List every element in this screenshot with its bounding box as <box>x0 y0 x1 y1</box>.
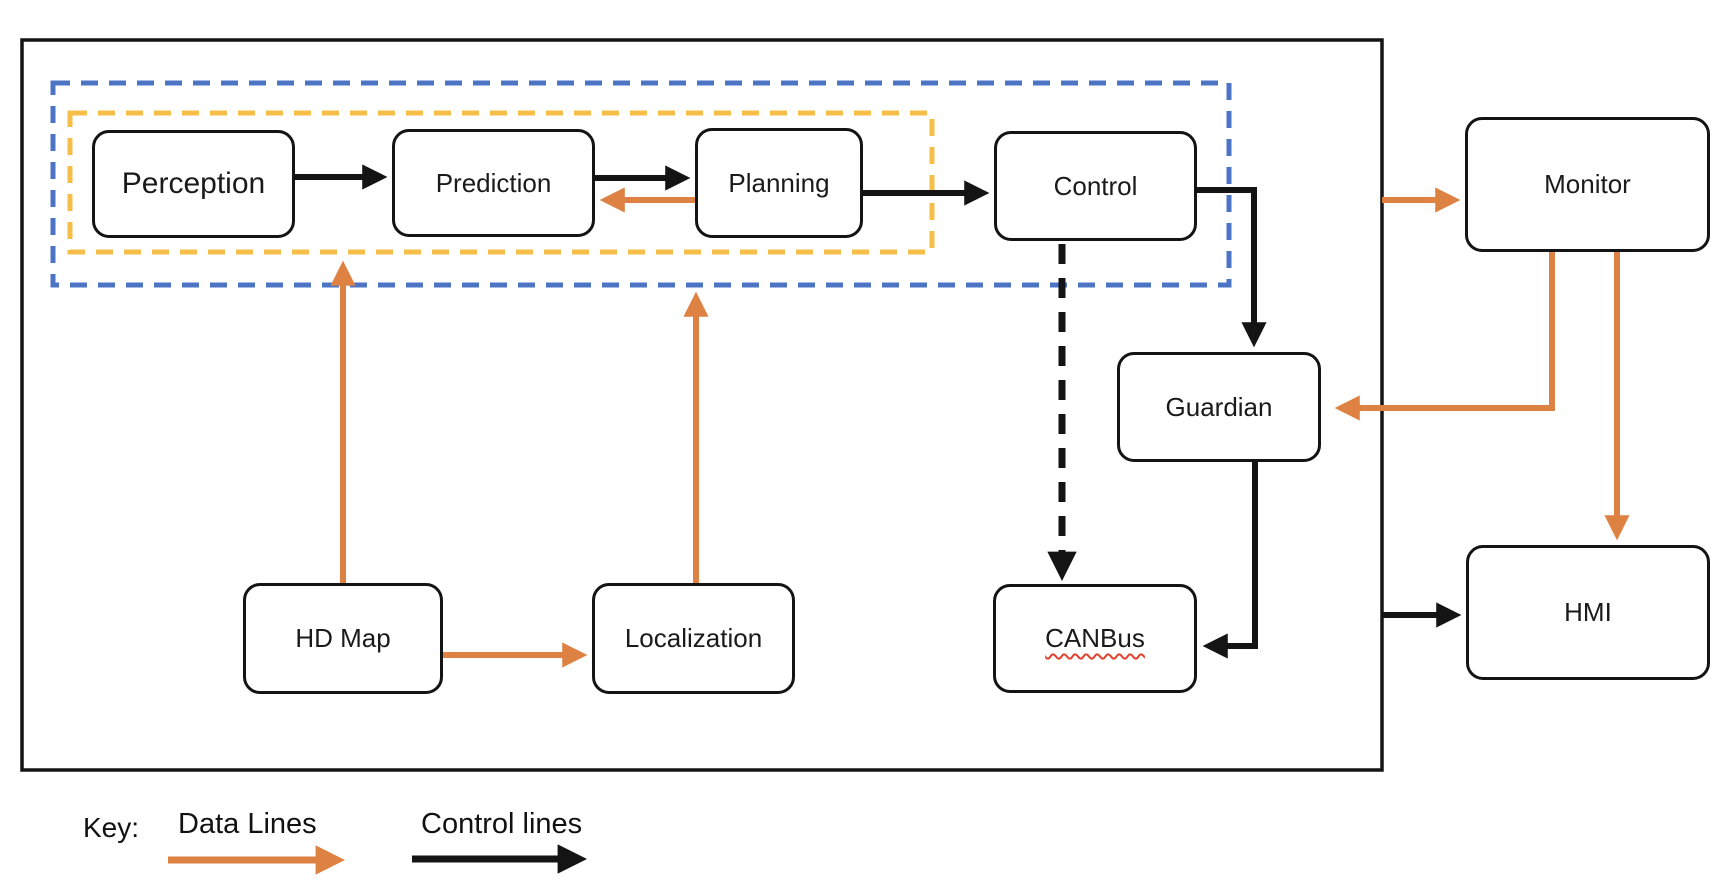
node-localization: Localization <box>592 583 795 694</box>
node-hd-map-label: HD Map <box>295 623 391 653</box>
node-hmi-label: HMI <box>1564 597 1612 627</box>
node-guardian-label: Guardian <box>1165 391 1273 422</box>
node-canbus-label: CANBus <box>1045 623 1145 653</box>
node-monitor-label: Monitor <box>1544 169 1631 199</box>
node-perception-label: Perception <box>121 167 266 200</box>
arrow-guardian-to-canbus <box>1202 462 1258 659</box>
node-planning: Planning <box>695 128 863 238</box>
node-canbus: CANBus <box>993 584 1197 693</box>
node-hd-map: HD Map <box>243 583 443 694</box>
node-planning-label: Planning <box>728 167 830 198</box>
node-hmi: HMI <box>1466 545 1710 680</box>
arrow-control-to-guardian <box>1197 187 1267 348</box>
node-localization-label: Localization <box>624 623 763 653</box>
node-control: Control <box>994 131 1197 241</box>
node-prediction-label: Prediction <box>435 167 552 198</box>
key-data-lines-label: Data Lines <box>178 808 317 840</box>
node-monitor: Monitor <box>1465 117 1710 252</box>
arrow-monitor-to-guardian <box>1334 252 1555 421</box>
node-control-label: Control <box>1053 170 1138 201</box>
key-title: Key: <box>83 812 140 843</box>
key-control-lines-label: Control lines <box>421 808 583 840</box>
node-prediction: Prediction <box>392 129 595 237</box>
node-guardian: Guardian <box>1117 352 1321 462</box>
node-perception: Perception <box>92 130 295 238</box>
